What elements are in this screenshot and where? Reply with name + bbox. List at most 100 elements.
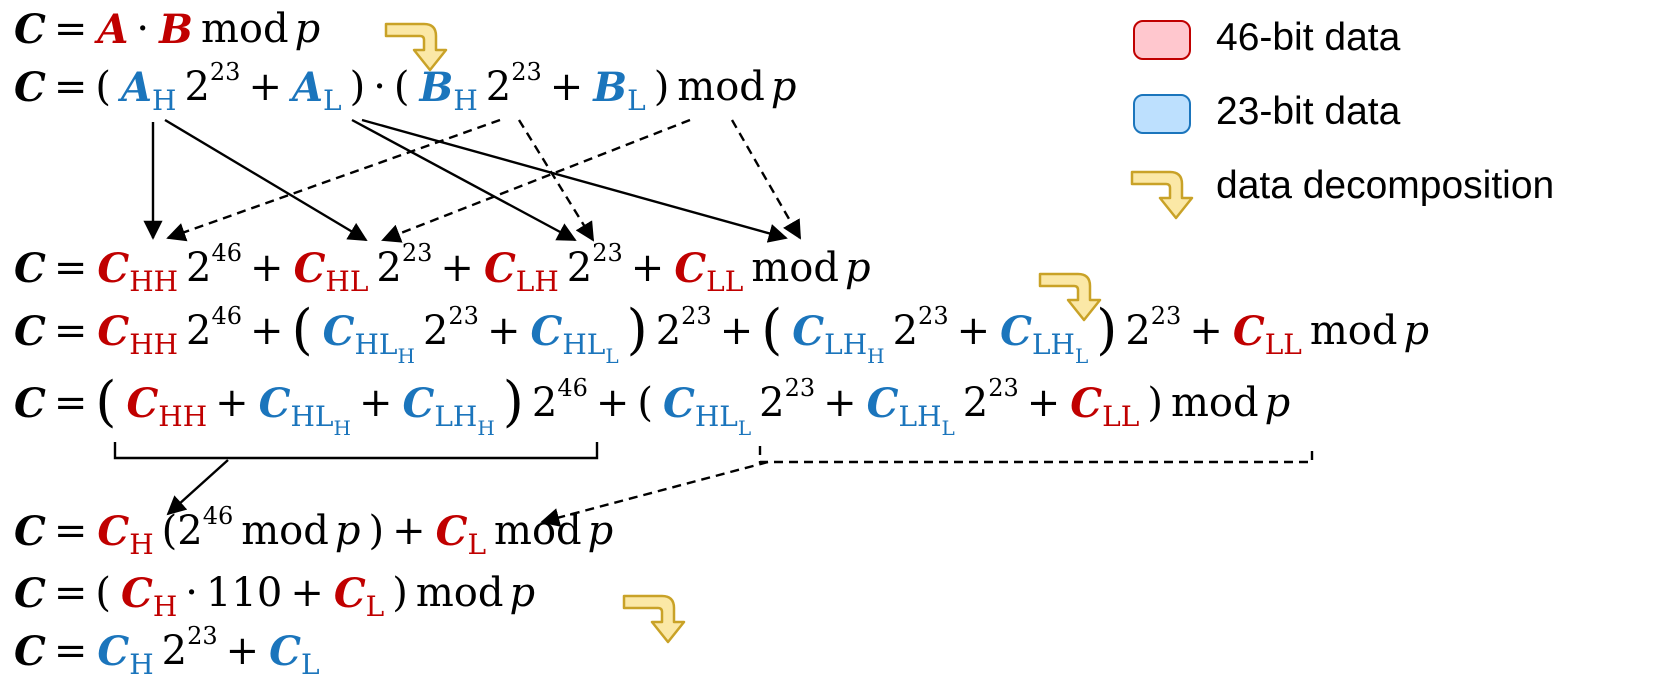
math-token: 23	[511, 58, 542, 86]
math-token: 2	[759, 380, 785, 426]
math-token: 46	[202, 502, 234, 530]
legend-label-46bit: 46-bit data	[1216, 16, 1401, 59]
math-token: 110	[205, 570, 283, 616]
math-token: C	[97, 245, 130, 292]
math-token: B	[419, 64, 454, 111]
math-token: L	[605, 344, 619, 368]
math-token: L	[300, 648, 320, 681]
arrow-AH-to-CHL	[164, 118, 368, 242]
math-token: H	[867, 344, 885, 368]
math-token: )	[349, 64, 366, 110]
math-token: HL	[290, 400, 334, 433]
math-token: =	[53, 245, 88, 291]
arrow-bracket-to-CH	[166, 459, 229, 516]
math-token: )	[1096, 298, 1118, 361]
arrow-BH-to-CLH	[517, 119, 595, 242]
math-token: p	[509, 570, 536, 616]
math-token: C	[258, 380, 291, 427]
math-token: C	[792, 308, 825, 355]
math-token: HH	[158, 400, 208, 433]
math-token: mod	[415, 570, 504, 616]
math-token: p	[587, 508, 614, 554]
math-token: C	[269, 628, 301, 675]
math-token: 2	[1125, 308, 1151, 354]
math-token: H	[477, 416, 495, 440]
math-token: mod	[494, 508, 582, 554]
math-token: (	[761, 298, 783, 361]
math-token: =	[53, 64, 88, 110]
math-token: +	[956, 308, 991, 354]
math-token: p	[294, 6, 321, 52]
math-token: C	[402, 380, 435, 427]
math-token: C	[435, 508, 468, 555]
math-token: 2	[566, 245, 593, 291]
math-token: C	[14, 628, 46, 675]
math-token: (	[95, 370, 117, 433]
math-token: H	[152, 590, 178, 623]
math-token: 2	[962, 380, 989, 426]
math-token: C	[866, 380, 899, 427]
math-token: A	[291, 64, 323, 111]
math-token: mod	[751, 245, 839, 291]
decomposition-arrow-icon	[384, 22, 448, 72]
math-token: +	[719, 308, 754, 354]
math-token: 23	[681, 302, 712, 330]
math-token: +	[248, 64, 282, 110]
math-token: +	[630, 245, 665, 291]
math-token: +	[290, 570, 324, 616]
legend-label-23bit: 23-bit data	[1216, 90, 1401, 133]
math-token: mod	[677, 64, 765, 110]
math-token: C	[14, 570, 46, 617]
math-token: LH	[434, 400, 478, 433]
math-token: C	[120, 570, 153, 617]
math-token: HL	[354, 328, 398, 361]
math-token: H	[333, 416, 351, 440]
math-token: ·	[136, 6, 150, 52]
math-token: L	[627, 84, 646, 117]
math-token: mod	[200, 6, 289, 52]
math-token: C	[14, 6, 46, 53]
math-token: 2	[531, 380, 558, 426]
math-token: H	[129, 528, 154, 561]
math-token: C	[293, 245, 326, 292]
arrow-BL-to-CLL	[730, 119, 802, 240]
math-token: 46	[211, 302, 243, 330]
math-token: 23	[988, 374, 1019, 402]
math-token: +	[595, 380, 630, 426]
math-token: (2	[161, 508, 203, 554]
math-token: =	[53, 6, 88, 52]
math-token: C	[97, 508, 130, 555]
arrow-AL-to-CLL	[361, 118, 788, 243]
math-token: 46	[211, 239, 243, 267]
math-token: 23	[1150, 302, 1182, 330]
decomposition-arrow-icon	[622, 594, 686, 644]
math-token: (	[95, 570, 111, 616]
math-token: LH	[824, 328, 868, 361]
math-token: mod	[241, 508, 329, 554]
math-token: (	[393, 64, 410, 110]
math-token: 23	[448, 302, 479, 330]
arrow-AL-to-CLH	[351, 118, 577, 242]
math-token: C	[662, 380, 695, 427]
decomposition-arrow-icon	[1130, 170, 1194, 220]
math-token: C	[14, 64, 46, 111]
math-token: +	[250, 245, 284, 291]
legend-swatch-46bit	[1133, 20, 1191, 60]
math-token: C	[97, 628, 130, 675]
math-token: )	[392, 570, 408, 616]
math-token: +	[250, 308, 284, 354]
decomposition-arrow-icon	[1038, 272, 1102, 322]
math-token: +	[392, 508, 426, 554]
math-token: C	[1000, 308, 1032, 355]
math-token: HH	[129, 265, 179, 298]
math-token: +	[358, 380, 393, 426]
math-token: )	[626, 298, 648, 361]
math-token: (	[95, 64, 111, 110]
math-token: LH	[898, 400, 942, 433]
bracket-low-group	[758, 446, 1314, 464]
math-token: mod	[1170, 380, 1259, 426]
math-token: )	[368, 508, 385, 554]
math-token: H	[397, 344, 415, 368]
